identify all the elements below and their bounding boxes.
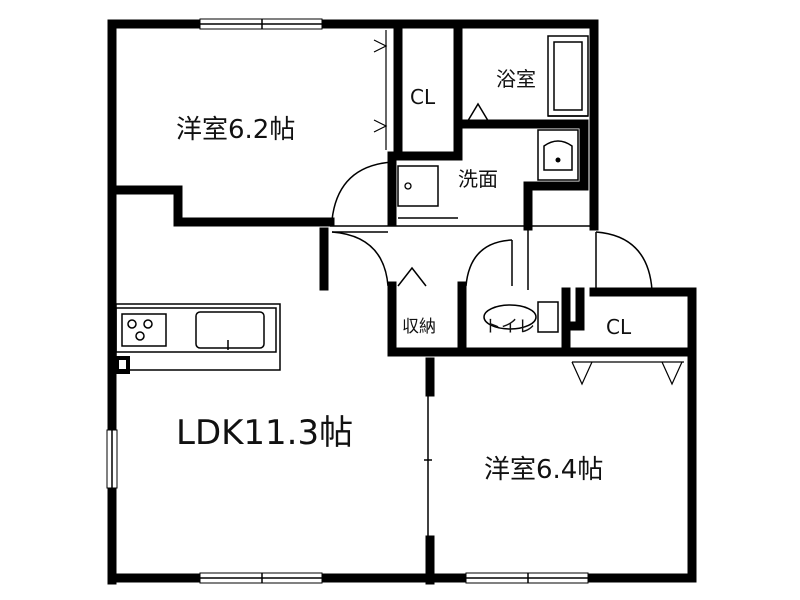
label-western-room-a: 洋室6.2帖 xyxy=(176,115,295,145)
label-washroom: 洗面 xyxy=(458,167,498,191)
storage-door-icon xyxy=(397,266,427,287)
wash-basin xyxy=(537,129,579,181)
label-toilet: トイレ xyxy=(484,317,535,337)
label-western-room-b: 洋室6.4帖 xyxy=(484,455,603,485)
label-bathroom: 浴室 xyxy=(496,67,536,91)
washing-machine-space xyxy=(397,165,439,207)
interior-walls xyxy=(107,19,697,585)
label-storage: 収納 xyxy=(402,317,436,337)
kitchen-counter xyxy=(115,303,281,371)
label-closet-b: CL xyxy=(606,315,632,339)
bath-door-icon xyxy=(465,102,491,125)
closet-a-doors xyxy=(373,30,388,150)
door-swings xyxy=(330,161,653,291)
closet-b-doors xyxy=(571,361,684,386)
label-ldk: LDK11.3帖 xyxy=(176,413,353,453)
windows xyxy=(106,18,589,584)
bathtub xyxy=(547,35,589,117)
toilet-fixture xyxy=(483,301,559,333)
label-closet-a: CL xyxy=(410,85,436,109)
